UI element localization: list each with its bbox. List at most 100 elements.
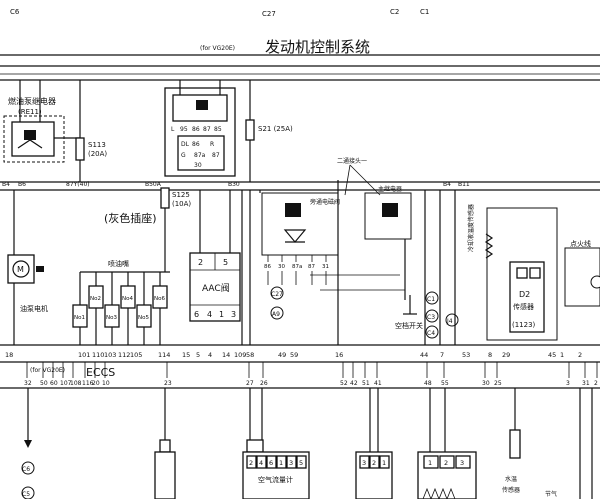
ignition-frame [564,247,600,307]
ecm-pin-label: 53 [462,351,470,359]
right-pin-label: 1 [428,459,432,467]
idle-switch-label: 空档开关 [395,321,423,330]
mid-pin-label: 1 [382,459,386,467]
relay-socket-dl: DL [181,141,190,148]
ecm-pin-label: 15 [182,351,190,359]
injector-label: No2 [90,296,101,302]
relay-pin-95: 95 [180,126,188,133]
ecm-pin-label: 2 [578,351,582,359]
right-pin-cell [455,455,471,469]
afm-pin-cell [266,455,277,469]
fuel-pump-relay-label: 燃油泵继电器 [8,96,56,106]
injector-group-label: 喷油嘴 [108,259,129,268]
injector-label: No5 [138,315,149,321]
ecm-label: ECCS [86,366,115,379]
bypass-relay-label: 二通接头一 [337,157,367,165]
ecm-pin-label: 108 [70,380,82,387]
ignition-label: 点火线 [570,239,591,248]
ecm-pin-label: 45 [548,351,556,359]
ecm-pin-label: 48 [424,380,432,387]
ecm-pin-label: 50 [40,380,48,387]
ecm-pin-label: 18 [5,351,13,359]
ecm-pin-label: 3 [566,380,570,387]
mid-pin-cell [369,455,380,469]
for-vg20e-ecm: (for VG20E) [30,367,65,374]
secondary-relay-label: 旁通电磁阀 [310,198,340,206]
ecm-pin-label: 4 [208,351,212,359]
ecm-pin-label: 30 [482,380,490,387]
fuse-s113-icon [75,137,85,161]
ecm-pin-label: 107 [60,380,72,387]
relay-coil-icon [285,203,301,217]
fuse-s113-label: S113 [88,141,106,149]
sensor-element-icon [422,487,456,499]
afm-pin-label: 3 [289,459,293,467]
ecm-pin-label: 58 [246,351,254,359]
svg-text:C4: C4 [427,330,435,337]
d2-terminal-icon [516,267,528,279]
aac-pin-bottom-2: 1 [219,310,224,319]
connector-c5-bottom: C5 [21,486,35,499]
ecm-pin-label: 20 [92,380,100,387]
d2-terminal-icon [529,267,541,279]
ecm-pin-label: 112 [118,351,130,359]
afm-pin-cell [256,455,267,469]
sensor-frame [486,207,558,341]
relay-pin-label: 87a [292,264,302,270]
afm-pin-label: 6 [269,459,273,467]
mid-pin-cell [359,455,370,469]
mid-pin-label: 2 [372,459,376,467]
ecm-pin-label: 2 [594,380,598,387]
relay-pin-label: 31 [322,264,329,270]
svg-text:C27: C27 [271,291,283,298]
leader [344,164,351,196]
fuse-s21-label: S21 (25A) [258,125,293,133]
ecm-pin-label: 10 [102,380,110,387]
ecm-pin-label: 103 [104,351,116,359]
svg-text:A9: A9 [272,311,280,318]
relay-pin-label: 87 [308,264,315,270]
afm-pin-label: 1 [279,459,283,467]
ref-c2: C2 [390,8,399,16]
fuse-s125-amp: (10A) [172,200,191,208]
ecm-pin-label: 31 [582,380,590,387]
ecm-pin-label: 1 [560,351,564,359]
connector-c3: C3 [425,309,439,323]
ref-c27: C27 [262,10,276,18]
svg-text:C3: C3 [427,314,435,321]
bottom-sensor-label-b: 传感器 [502,486,520,494]
connector-c27: C27 [270,286,284,300]
main-relay-label: 主继电器 [378,185,402,193]
wire-label-b4: B4 [2,181,10,188]
leader [349,164,381,196]
motor-connector-icon [36,266,44,272]
fuel-pump-relay-code: (RE11) [18,108,42,116]
ecm-pin-label: 16 [335,351,343,359]
air-flow-meter-label: 空气流量计 [258,475,293,484]
fuel-pump-motor-label: 油泵电机 [20,304,48,313]
wire-label-87: 87Y(40) [66,181,90,188]
pin-terminal-icon [246,439,264,453]
pin-terminal-icon [159,439,171,453]
ecm-pin-label: 14 [222,351,230,359]
connector-c1: C1 [425,291,439,305]
ecm-pin-label: 25 [494,380,502,387]
relay-coil-icon [196,100,208,110]
connector-c6-bottom: C6 [21,461,35,475]
ecm-pin-label: 114 [158,351,170,359]
grey-connector-label: (灰色插座) [104,211,157,225]
ecm-pin-label: 5 [196,351,200,359]
ecm-pin-label: 60 [50,380,58,387]
ecm-pin-label: 32 [24,380,32,387]
ignition-coil-icon [590,275,600,289]
ecm-pin-label: 49 [278,351,286,359]
ecm-pin-label: 41 [374,380,382,387]
relay-coil-icon [382,203,398,217]
injector-label: No6 [154,296,165,302]
injector-label: No1 [74,315,85,321]
mid-pin-label: 3 [362,459,366,467]
